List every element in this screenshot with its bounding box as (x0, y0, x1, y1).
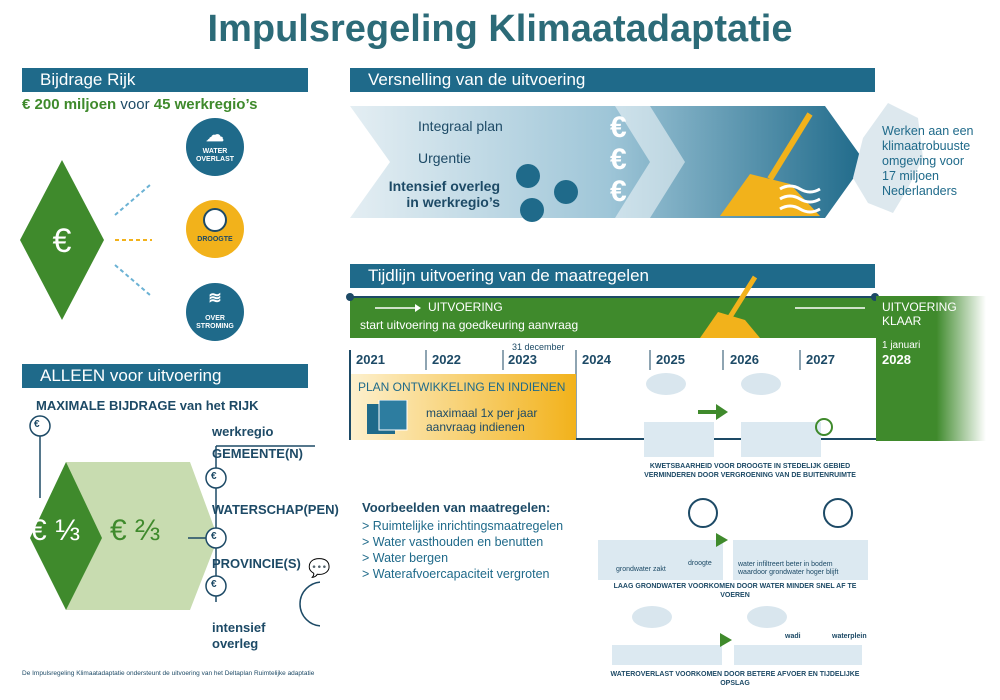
document-icon (367, 400, 408, 434)
waterplein-label: waterplein (832, 633, 867, 640)
voorbeelden-list: > Ruimtelijke inrichtingsmaatregelen > W… (362, 518, 563, 582)
bijdrage-amount-line: € 200 miljoen voor 45 werkregio’s (22, 96, 257, 113)
overstroming-icon: ≋ OVER STROMING (186, 283, 244, 341)
januari-label: 1 januari (882, 340, 921, 351)
timeline-shovel-icon (700, 275, 760, 338)
plan-label: PLAN ONTWIKKELING EN INDIENEN (358, 380, 566, 394)
euro-circle-gemeente: € (211, 471, 217, 482)
page-title: Impulsregeling Klimaatadaptatie (207, 8, 793, 50)
caption-grondwater: LAAG GRONDWATER VOORKOMEN DOOR WATER MIN… (613, 583, 857, 599)
shovel-icon (720, 112, 821, 216)
netherlands-map-icon (853, 103, 923, 213)
uitvoering-label: UITVOERING (428, 300, 503, 314)
uitvoering-sub: start uitvoering na goedkeuring aanvraag (360, 318, 579, 332)
versnelling-header: Versnelling van de uitvoering (350, 68, 875, 92)
waterschap: WATERSCHAP(PEN) (212, 502, 339, 517)
item-urgentie: Urgentie (418, 150, 471, 166)
bijdrage-diagram (29, 415, 320, 627)
list-item: > Water bergen (362, 551, 449, 565)
year-2027: 2027 (806, 352, 835, 367)
list-item: > Water vasthouden en benutten (362, 535, 544, 549)
droogte-icon: DROOGTE (186, 200, 244, 258)
overleg-icon (516, 164, 578, 222)
year-2025: 2025 (656, 352, 685, 367)
euro-circle-provincie: € (211, 579, 217, 590)
year-2022: 2022 (432, 352, 461, 367)
euro-circle-top: € (34, 419, 40, 430)
year-2021: 2021 (356, 352, 385, 367)
provincie: PROVINCIE(S) (212, 556, 301, 571)
list-item: > Ruimtelijke inrichtingsmaatregelen (362, 519, 564, 533)
speech-bubble-icon: 💬 (308, 558, 331, 578)
versnelling-arrow (350, 106, 865, 218)
uitvoering-line (346, 293, 879, 312)
year-2024: 2024 (582, 352, 611, 367)
bijdrage-amount: € 200 miljoen (22, 96, 117, 113)
two-third: € ⅔ (110, 514, 161, 547)
euro-circle-waterschap: € (211, 531, 217, 542)
max-bijdrage: MAXIMALE BIJDRAGE van het RIJK (36, 398, 259, 413)
water-overlast-icon: ☁ WATER OVERLAST (186, 118, 244, 176)
wadi-label: wadi (785, 633, 801, 640)
droogte-illustration (644, 373, 833, 457)
klaar-block (876, 296, 986, 441)
grondwater-zakt: grondwater zakt (616, 566, 666, 573)
droogte-label: droogte (688, 560, 712, 567)
one-third: € ⅓ (30, 514, 81, 547)
euro-diamond (20, 160, 104, 320)
euro-stack-icon: €€€ (610, 111, 627, 208)
arrows (114, 184, 152, 296)
wateroverlast-illustration (612, 606, 862, 665)
euro-symbol: € (52, 222, 72, 260)
gemeente: GEMEENTE(N) (212, 446, 303, 461)
year-2023: 2023 (508, 352, 537, 367)
bijdrage-header: Bijdrage Rijk (22, 68, 308, 92)
caption-wateroverlast: WATEROVERLAST VOORKOMEN DOOR BETERE AFVO… (610, 671, 860, 687)
caption-droogte: KWETSBAARHEID VOOR DROOGTE IN STEDELIJK … (644, 463, 856, 479)
footer-note: De Impulsregeling Klimaatadaptatie onder… (22, 670, 315, 677)
bijdrage-voor: voor (120, 96, 150, 113)
item-integraal: Integraal plan (418, 118, 503, 134)
werkregio: werkregio (212, 424, 274, 439)
tijdlijn-header: Tijdlijn uitvoering van de maatregelen (350, 264, 875, 288)
december-label: 31 december (512, 342, 565, 352)
voorbeelden-title: Voorbeelden van maatregelen: (362, 500, 551, 515)
grondwater-illustration (598, 498, 868, 580)
year-2028: 2028 (882, 352, 911, 367)
uitvoering-bar (350, 296, 876, 338)
list-item: > Waterafvoercapaciteit vergroten (362, 567, 550, 581)
year-2026: 2026 (730, 352, 759, 367)
alleen-header: ALLEEN voor uitvoering (22, 364, 308, 388)
bijdrage-regions: 45 werkregio’s (153, 96, 258, 113)
